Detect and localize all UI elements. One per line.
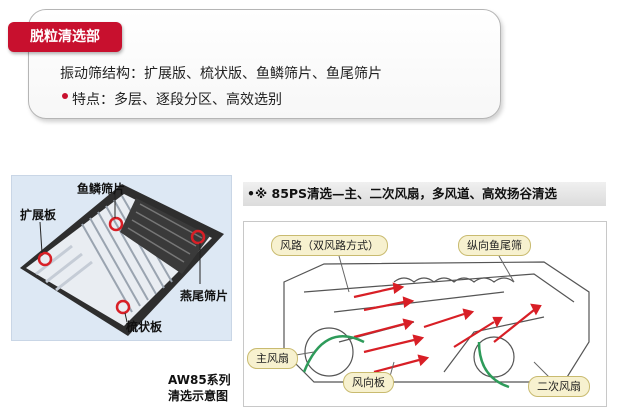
- tag-secondary-fan: 二次风扇: [528, 376, 590, 397]
- caption-title: 清选示意图: [168, 389, 229, 403]
- structure-text: 振动筛结构：扩展版、梳状版、鱼鳞筛片、鱼尾筛片: [60, 66, 382, 82]
- sieve-illustration: [20, 184, 224, 336]
- features-text: 特点：多层、逐段分区、高效选别: [72, 92, 282, 108]
- section-badge: 脱粒清选部: [8, 22, 122, 52]
- label-fish-tail: 燕尾筛片: [180, 289, 229, 303]
- diagram-linework: [283, 255, 590, 389]
- caption-model: AW85系列: [168, 373, 231, 387]
- tag-air-board: 风向板: [343, 372, 394, 393]
- tag-main-fan: 主风扇: [247, 348, 298, 369]
- label-comb-board: 梳状板: [126, 320, 163, 334]
- sieve-photo: [11, 175, 232, 341]
- tag-air-path: 风路（双风路方式）: [271, 235, 388, 256]
- label-extension-board: 扩展板: [20, 208, 57, 222]
- label-fish-scale: 鱼鳞筛片: [77, 182, 126, 196]
- tag-longitudinal-sieve: 纵向鱼尾筛: [458, 235, 531, 256]
- diagram-header: •※ 85PS清选—主、二次风扇，多风道、高效扬谷清选: [243, 182, 606, 206]
- bullet-dot: [62, 93, 68, 99]
